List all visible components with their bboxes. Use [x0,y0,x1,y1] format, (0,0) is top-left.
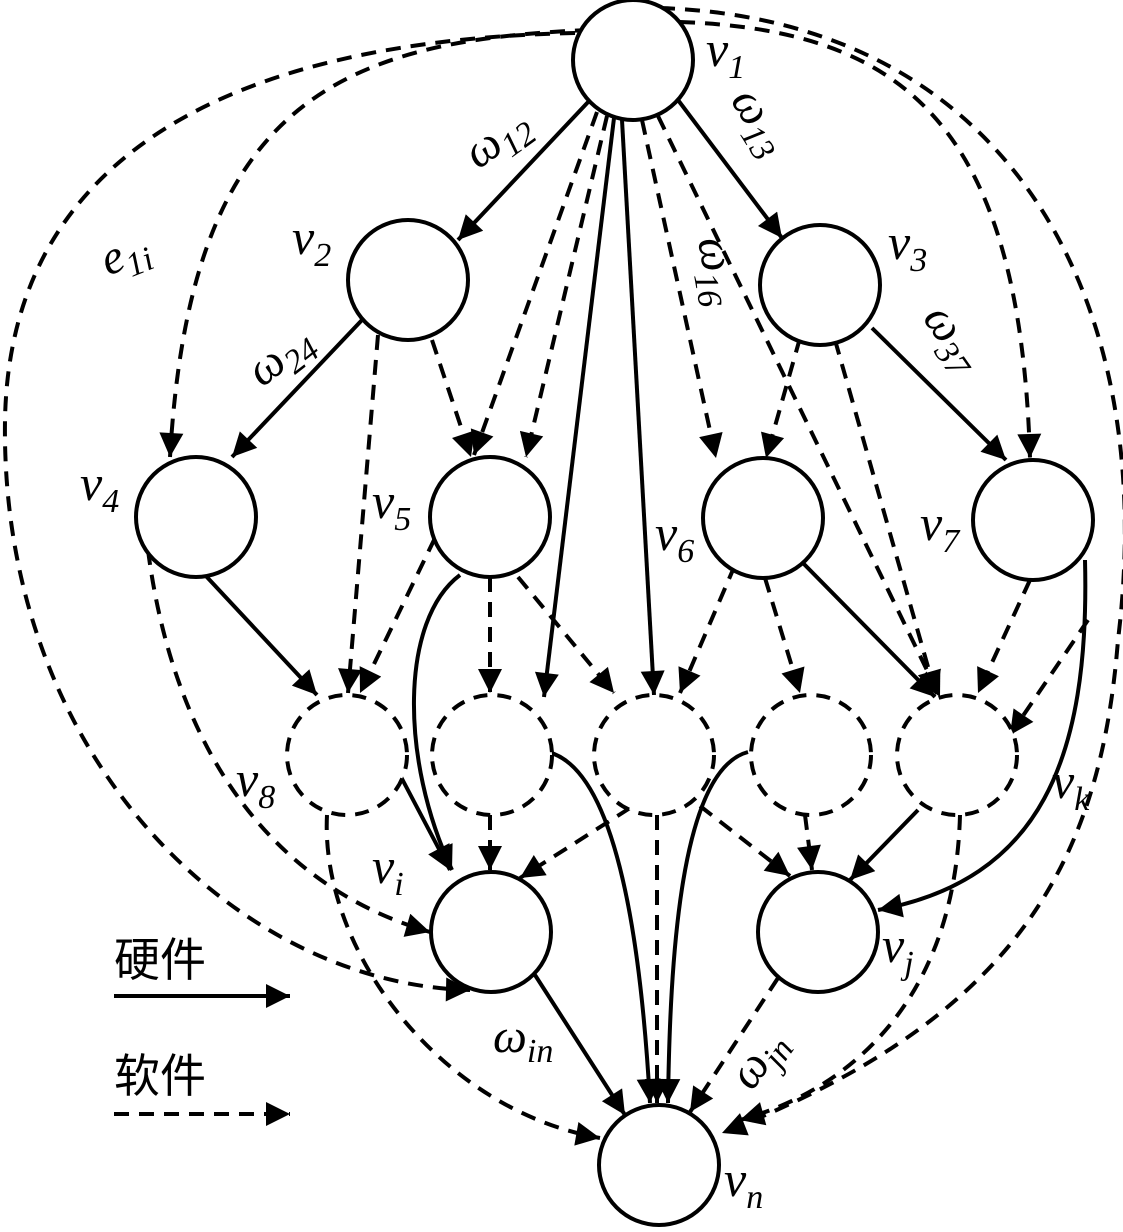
node-v8 [285,693,409,817]
edge-d2-vn [547,750,661,1104]
edge-v2-v4 [230,318,364,459]
legend: 硬件 软件 [114,933,290,1126]
node-v1 [571,0,695,122]
edge-v3-v7 [870,326,1008,462]
node-d2 [430,693,554,817]
edge-d3-vj [698,804,792,878]
edge-v1-v5b [519,115,609,458]
node-v7 [971,458,1095,582]
edge-v1-d3 [620,119,665,696]
nodes-layer [134,0,1095,1227]
edge-v1-vk [656,115,942,698]
edge-v7-vj [877,559,1088,918]
edge-v1-v6 [640,119,723,459]
edge-v3-v6 [760,337,802,459]
edge-v6-d3 [678,564,737,694]
edge-v4-vi [146,549,431,937]
node-v6 [701,456,825,580]
node-label-vk: vk [1052,753,1090,818]
edge-v5-v8 [358,537,437,694]
node-vj [756,870,880,994]
edge-v1-vi-arc [2,31,576,1002]
node-v2 [346,218,470,342]
node-vn [597,1103,721,1227]
node-label-v6: v6 [655,505,694,570]
edge-label-w16: ω16 [680,233,751,310]
legend-label-hardware: 硬件 [114,933,206,987]
edge-v8-vn [324,814,601,1146]
edge-label-wjn: ωjn [718,1018,802,1102]
edge-v7-vk [976,579,1032,694]
edge-d3-vi [518,806,632,880]
node-label-v5: v5 [372,473,411,538]
node-label-v1: v1 [706,21,745,86]
edge-vj-vn [688,976,780,1114]
node-label-vi: vi [372,838,404,903]
edge-d4-vn [656,750,749,1104]
edge-v1-d2 [534,117,616,698]
legend-label-software: 软件 [114,1049,206,1103]
edge-label-w12: ω12 [453,96,543,184]
edge-v1-v7-arc [679,20,1042,459]
edge-v5-d3 [516,575,616,695]
edge-vi-vn [533,973,627,1117]
edge-label-w24: ω24 [236,313,326,402]
edge-v6-vk [798,558,937,699]
edge-v5-vi [411,573,462,871]
edge-v4-v8 [203,573,319,697]
node-d3 [592,693,716,817]
node-label-v2: v2 [292,209,331,274]
node-label-v4: v4 [80,455,119,520]
edge-label-w13: ω13 [715,78,802,167]
node-vk [895,693,1019,817]
edge-vk-vn [739,814,962,1126]
edge-v3-vk [833,339,941,696]
node-d4 [749,693,873,817]
edge-d4-vj [797,814,821,871]
node-label-vj: vj [882,917,914,982]
edge-vk-vj [848,808,920,882]
node-label-v7: v7 [920,495,961,560]
node-vi [429,870,553,994]
node-label-v8: v8 [236,751,275,816]
edge-v1-v3 [676,98,784,240]
edge-label-w37: ω37 [907,294,996,386]
edge-v1-v2 [456,98,592,242]
node-v4 [134,455,258,579]
node-v5 [428,455,552,579]
node-label-vn: vn [724,1151,763,1216]
node-label-v3: v3 [888,214,927,279]
node-labels: v1 v2 v3 v4 v5 v6 v7 v8 vk vi vj vn [80,21,1090,1216]
edge-label-e1i: e1i [92,219,159,293]
edge-v1-v5 [470,111,599,456]
edge-v7-vk2 [1008,618,1090,737]
edge-v8-vi [398,774,452,871]
edge-v2-v5 [430,339,475,458]
edge-v6-d4 [763,577,805,694]
edge-label-win: ωin [493,1010,553,1070]
edge-v2-v8 [338,334,380,694]
node-v3 [758,223,882,347]
edges-layer [2,6,1123,1146]
